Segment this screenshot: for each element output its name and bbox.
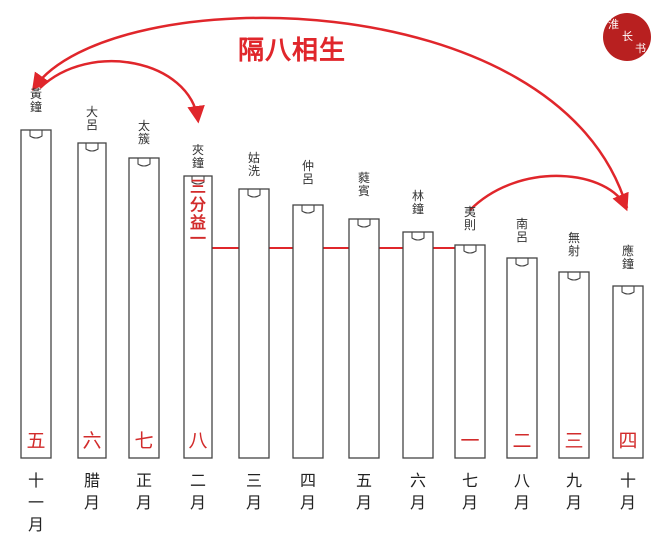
pipe-3 bbox=[128, 157, 160, 459]
pipe-2 bbox=[77, 142, 107, 459]
month-label-8: 六月 bbox=[409, 471, 426, 512]
pipe-name-9: 夷則 bbox=[463, 205, 476, 232]
pipe-name-4: 夾鐘 bbox=[191, 143, 204, 170]
seal-char-3: 书 bbox=[635, 42, 646, 55]
transfer-note-1: 三 bbox=[189, 177, 206, 196]
month-label-4: 二月 bbox=[189, 471, 206, 512]
pipe-number-9: 一 bbox=[460, 430, 480, 452]
pipe-name-1: 黃鐘 bbox=[29, 87, 42, 114]
arc-ying-to-huang bbox=[31, 16, 629, 209]
pipe-name-2: 大呂 bbox=[85, 105, 98, 132]
pipe-notch-12 bbox=[621, 286, 635, 295]
pipe-notch-1 bbox=[29, 130, 43, 139]
pipe-4 bbox=[183, 175, 213, 459]
pipe-number-2: 六 bbox=[82, 430, 102, 452]
month-label-7: 五月 bbox=[355, 471, 372, 512]
pipe-name-8: 林鐘 bbox=[411, 189, 424, 216]
pipe-name-6: 仲呂 bbox=[301, 159, 314, 186]
pipe-notch-9 bbox=[463, 245, 477, 254]
month-label-3: 正月 bbox=[135, 471, 152, 512]
month-label-11: 九月 bbox=[565, 471, 582, 512]
pipe-name-5: 姑洗 bbox=[247, 151, 260, 178]
pipe-number-11: 三 bbox=[564, 430, 584, 452]
month-label-6: 四月 bbox=[299, 471, 316, 512]
pipe-notch-10 bbox=[515, 258, 529, 267]
arc-yize-to-ying bbox=[469, 174, 629, 212]
pipes-group bbox=[20, 129, 644, 459]
pipe-number-12: 四 bbox=[618, 430, 638, 452]
pipe-number-4: 八 bbox=[188, 430, 208, 452]
pipe-name-12: 應鐘 bbox=[621, 244, 634, 271]
pipe-12 bbox=[612, 285, 644, 459]
pipe-notch-5 bbox=[247, 189, 261, 198]
pipe-name-3: 太簇 bbox=[137, 119, 150, 146]
diagram-title: 隔八相生 bbox=[238, 36, 347, 66]
pipe-notch-3 bbox=[137, 158, 151, 167]
pipe-notch-8 bbox=[411, 232, 425, 241]
seal-char-1: 淮 bbox=[608, 18, 619, 31]
pipe-number-10: 二 bbox=[512, 430, 532, 452]
pipe-7 bbox=[348, 218, 380, 459]
pipe-10 bbox=[506, 257, 538, 459]
pipe-notch-6 bbox=[301, 205, 315, 214]
seal-stamp: 淮 长 书 bbox=[603, 13, 651, 61]
pipe-name-11: 無射 bbox=[567, 231, 580, 258]
pipe-notch-7 bbox=[357, 219, 371, 228]
pipe-name-7: 蕤賓 bbox=[357, 171, 370, 198]
arc-huang-to-jia bbox=[39, 59, 205, 124]
pipe-notch-4 bbox=[191, 176, 205, 185]
transfer-note-4: 一 bbox=[189, 229, 206, 248]
seal-char-2: 长 bbox=[622, 30, 633, 43]
pipe-1 bbox=[20, 129, 52, 459]
pipe-9 bbox=[454, 244, 486, 459]
pipe-5 bbox=[238, 188, 270, 459]
pipe-6 bbox=[292, 204, 324, 459]
pipe-name-10: 南呂 bbox=[515, 217, 528, 244]
pipe-number-1: 五 bbox=[26, 430, 46, 452]
pipe-8 bbox=[402, 231, 434, 459]
month-label-12: 十月 bbox=[619, 471, 636, 512]
transfer-note-3: 益 bbox=[189, 213, 206, 232]
month-label-9: 七月 bbox=[461, 471, 478, 512]
month-label-10: 八月 bbox=[513, 471, 530, 512]
pipe-notch-11 bbox=[567, 272, 581, 281]
transfer-note-2: 分 bbox=[189, 195, 206, 214]
pipe-number-3: 七 bbox=[134, 430, 154, 452]
pipe-notch-2 bbox=[85, 143, 99, 152]
month-label-5: 三月 bbox=[245, 471, 262, 512]
month-label-2: 腊月 bbox=[83, 471, 100, 512]
pipe-11 bbox=[558, 271, 590, 459]
month-label-1: 十一月 bbox=[27, 471, 44, 534]
